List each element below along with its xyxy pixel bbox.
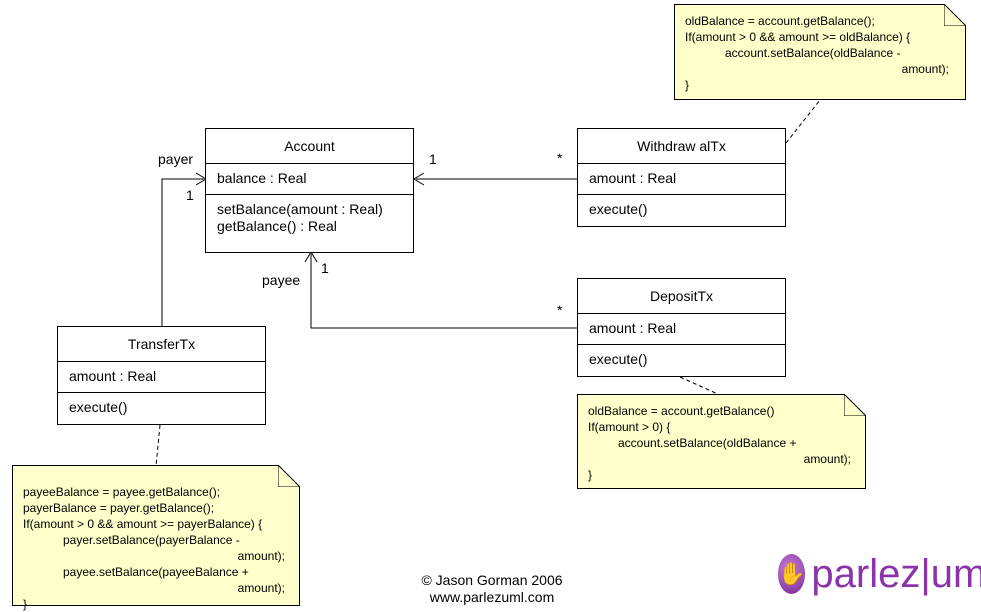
note-line: }: [23, 597, 28, 611]
deposit-multiplicity: *: [557, 302, 563, 318]
deposit-note: oldBalance = account.getBalance() If(amo…: [577, 394, 866, 489]
operation: getBalance() : Real: [217, 218, 337, 234]
deposit-note-anchor: [679, 376, 721, 396]
deposit-association-line: [310, 254, 578, 329]
withdraw-account-multiplicity: 1: [429, 151, 437, 167]
note-line: }: [588, 468, 593, 482]
note-line: If(amount > 0 && amount >= oldBalance) {: [685, 30, 911, 44]
transfer-note: payeeBalance = payee.getBalance(); payer…: [12, 465, 300, 611]
logo-wordmark: parlez|uml: [811, 552, 981, 596]
operations-section: setBalance(amount : Real) getBalance() :…: [206, 194, 413, 242]
withdraw-note-anchor: [785, 99, 821, 144]
operations-section: execute(): [578, 194, 785, 225]
attributes-section: amount : Real: [578, 164, 785, 194]
class-name: Withdraw alTx: [578, 129, 785, 164]
operation: setBalance(amount : Real): [217, 201, 383, 217]
withdrawaltx-class[interactable]: Withdraw alTx amount : Real execute(): [577, 128, 786, 227]
note-line: amount);: [237, 581, 285, 595]
note-line: oldBalance = account.getBalance(): [588, 404, 775, 418]
class-name: Account: [206, 129, 413, 164]
payer-association-line: [161, 178, 204, 326]
note-line: If(amount > 0) {: [588, 420, 671, 434]
note-line: amount);: [901, 62, 949, 76]
withdraw-arrowhead: [413, 172, 425, 186]
attribute: amount : Real: [589, 320, 677, 336]
transfertx-class[interactable]: TransferTx amount : Real execute(): [57, 326, 266, 425]
attribute: amount : Real: [589, 170, 677, 186]
attribute: amount : Real: [69, 368, 157, 384]
note-fold-icon: [844, 394, 866, 416]
account-class[interactable]: Account balance : Real setBalance(amount…: [205, 128, 414, 253]
note-line: }: [685, 78, 690, 92]
class-name: DepositTx: [578, 279, 785, 314]
withdraw-multiplicity: *: [557, 150, 563, 166]
operations-section: execute(): [578, 344, 785, 375]
note-line: payee.setBalance(payeeBalance +: [63, 565, 249, 579]
withdraw-note: oldBalance = account.getBalance(); If(am…: [674, 4, 966, 100]
copyright-credit: © Jason Gorman 2006 www.parlezuml.com: [392, 572, 592, 606]
note-line: oldBalance = account.getBalance();: [685, 14, 875, 28]
operation: execute(): [589, 351, 648, 367]
attributes-section: amount : Real: [58, 362, 265, 392]
attribute: balance : Real: [217, 170, 307, 186]
class-name: TransferTx: [58, 327, 265, 362]
note-line: account.setBalance(oldBalance +: [618, 436, 797, 450]
note-fold-icon: [944, 4, 966, 26]
payee-multiplicity: 1: [321, 260, 329, 276]
note-line: payeeBalance = payee.getBalance();: [23, 485, 221, 499]
note-line: If(amount > 0 && amount >= payerBalance)…: [23, 517, 263, 531]
credit-author: © Jason Gorman 2006: [421, 572, 563, 588]
transfer-note-anchor: [155, 424, 161, 467]
parlezuml-logo: ✋ parlez|uml: [778, 552, 981, 596]
payer-role-label: payer: [158, 151, 194, 167]
note-line: payer.setBalance(payerBalance -: [63, 533, 240, 547]
operation: execute(): [69, 399, 128, 415]
note-line: account.setBalance(oldBalance -: [725, 46, 901, 60]
operations-section: execute(): [58, 392, 265, 423]
operation: execute(): [589, 201, 648, 217]
attributes-section: balance : Real: [206, 164, 413, 194]
note-line: payerBalance = payer.getBalance();: [23, 501, 215, 515]
deposittx-class[interactable]: DepositTx amount : Real execute(): [577, 278, 786, 377]
payee-role-label: payee: [262, 272, 301, 288]
payer-multiplicity: 1: [186, 187, 194, 203]
note-fold-icon: [278, 465, 300, 487]
credit-url: www.parlezuml.com: [429, 589, 555, 605]
note-line: amount);: [803, 452, 851, 466]
attributes-section: amount : Real: [578, 314, 785, 344]
note-line: amount);: [237, 549, 285, 563]
hand-icon: ✋: [778, 554, 806, 594]
